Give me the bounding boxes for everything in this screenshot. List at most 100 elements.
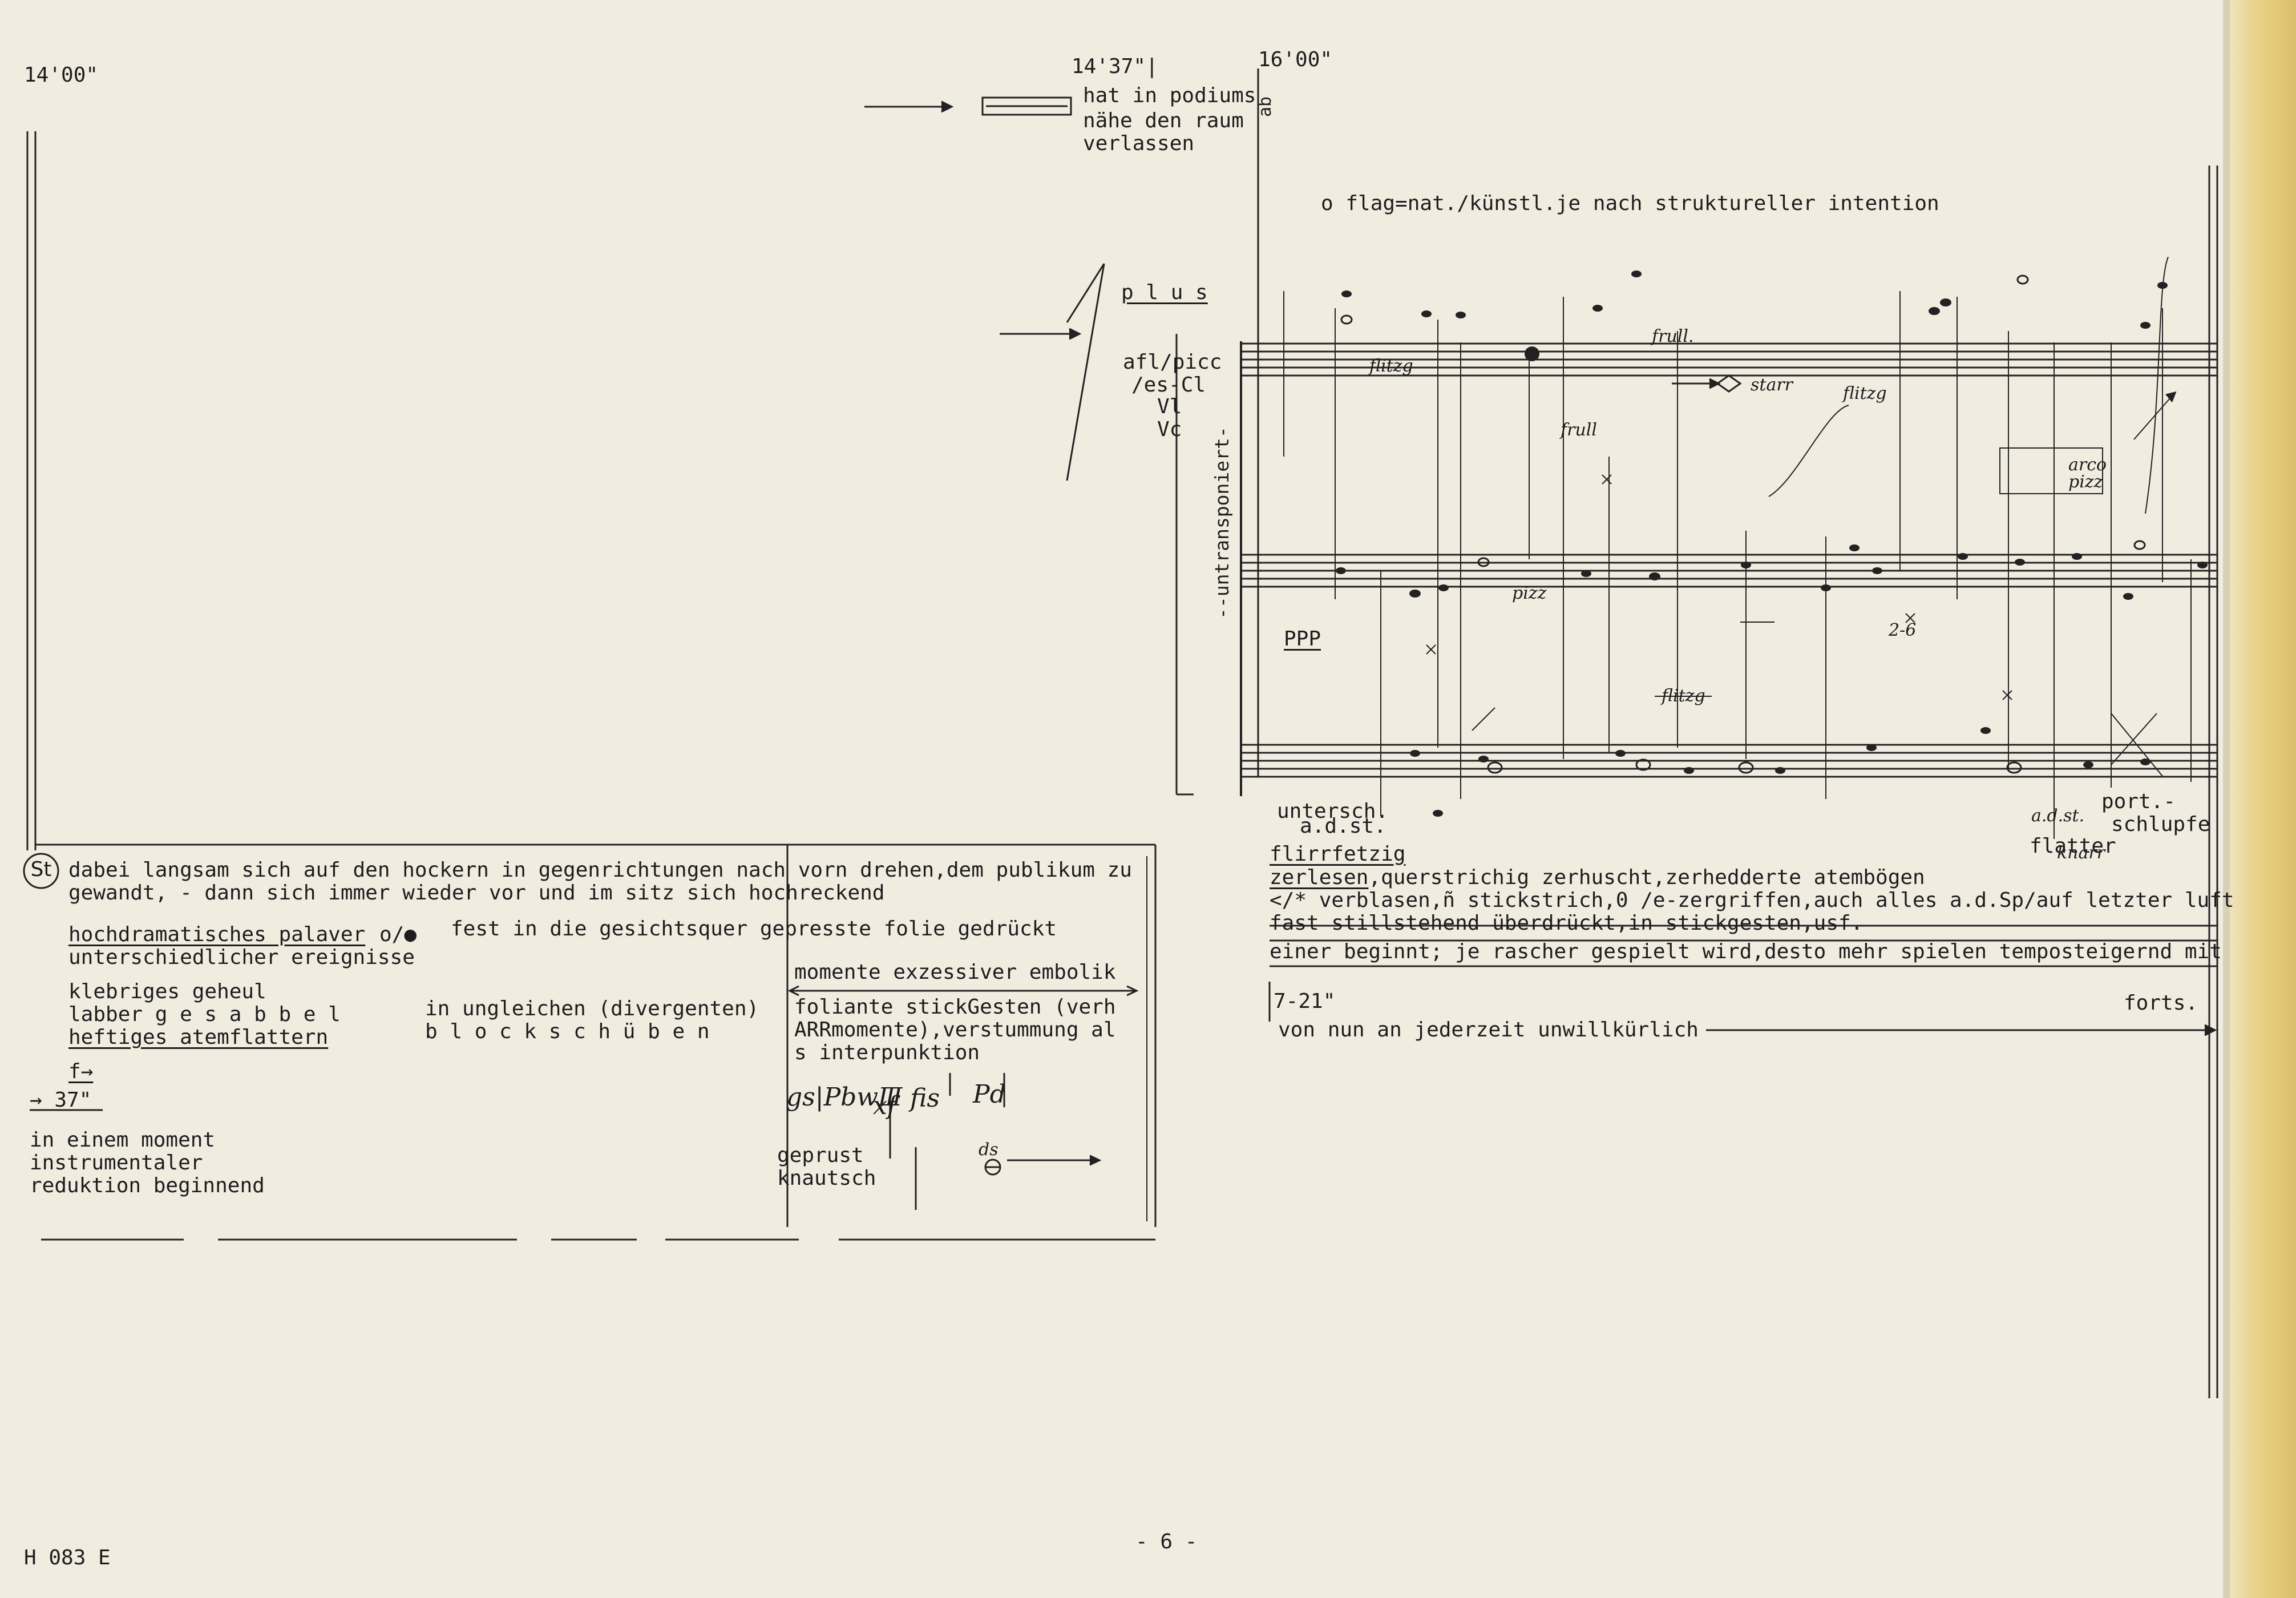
staff-3 — [1241, 744, 2217, 778]
instrument-vl: Vl — [1157, 395, 1182, 418]
right-curve — [2145, 256, 2169, 514]
divergent-line-2: b l o c k s c h ü b e n — [425, 1020, 710, 1043]
embolik-line-2: ARRmomente),verstummung al — [794, 1018, 1116, 1042]
time-marker-left: 14'00" — [24, 63, 99, 87]
page-edge — [2230, 0, 2296, 1598]
left-item-3: heftiges atemflattern — [68, 1026, 329, 1049]
mark-flatter: flatter — [2030, 834, 2116, 858]
embolik-glyph-stems — [889, 1073, 1005, 1210]
mark-untersch-1: untersch. — [1277, 800, 1389, 823]
mark-frull-2: frull — [1561, 420, 1597, 440]
mark-port-1: port.- — [2101, 790, 2176, 813]
right-line-3: </* verblasen,ñ stickstrich,0 /e-zergrif… — [1270, 889, 2234, 912]
mark-starr: starr — [1751, 375, 1793, 395]
podium-vertical: ab — [1255, 96, 1275, 117]
note-stems — [1283, 291, 2192, 839]
mark-ppp: PPP — [1284, 627, 1321, 651]
open-noteheads — [1340, 275, 2146, 774]
embolik-title: momente exzessiver embolik — [794, 961, 1116, 984]
starr-diamond — [1716, 374, 1742, 393]
st-circle — [23, 853, 59, 889]
footer-code: H 083 E — [24, 1546, 111, 1569]
left-heading-1-text: fest in die gesichtsquer gepresste folie… — [451, 917, 1057, 941]
embolik-arrow-right — [1126, 985, 1139, 996]
embolik-glyph-3: fis — [910, 1084, 940, 1113]
left-item-2: labber g e s a b b e l — [68, 1003, 341, 1026]
right-line-5: einer beginnt; je rascher gespielt wird,… — [1270, 940, 2222, 963]
reduction-line-2: instrumentaler — [30, 1151, 203, 1175]
flag-note: o flag=nat./künstl.je nach struktureller… — [1321, 192, 1939, 215]
arrow-to-plus-stem — [1066, 263, 1105, 323]
st-label: St — [30, 858, 52, 881]
mark-ads: a.d.st. — [2031, 806, 2085, 826]
podium-line-3: verlassen — [1083, 132, 1195, 155]
mark-flitzg-1: flitzg — [1369, 356, 1413, 376]
instrument-vc: Vc — [1157, 418, 1182, 441]
podium-arrowhead — [941, 100, 954, 113]
embolik-glyph-4: Pd — [973, 1080, 1006, 1109]
x-marks — [1426, 474, 2012, 700]
mark-flitzg-2: flitzg — [1843, 384, 1887, 403]
ds-label: ds — [979, 1140, 999, 1160]
plus-arrowhead — [1069, 328, 1082, 340]
right-line-2: zerlesen,querstrichig zerhuscht,zerhedde… — [1270, 866, 1925, 889]
mark-pizz: pizz — [1512, 583, 1547, 603]
mark-flitzg-3: flitzg — [1662, 686, 1705, 706]
time-marker-mid: 14'37"| — [1072, 55, 1158, 78]
continue-arrowhead — [2204, 1024, 2217, 1036]
mark-port-2: schlupfe — [2111, 813, 2210, 836]
right-line-6: 7-21" — [1274, 990, 1336, 1013]
right-line-7: forts. — [2124, 991, 2198, 1015]
mark-knarr: knarr — [2057, 843, 2105, 863]
instrument-es-cl: /es-Cl — [1131, 373, 1206, 397]
right-arrowhead — [2165, 391, 2177, 402]
left-heading-1: hochdramatisches palaver — [68, 923, 366, 946]
tempo-37: → 37" — [30, 1088, 92, 1112]
slash-line-2 — [2111, 713, 2163, 777]
left-heading-1-symbol: o/● — [379, 923, 417, 946]
podium-box — [981, 96, 1072, 116]
podium-line-1: hat in podiums — [1083, 84, 1256, 107]
dynamic-f: f→ — [68, 1060, 94, 1083]
plus-slash — [1066, 263, 1105, 481]
embolik-arrow-left — [787, 985, 799, 996]
mark-pizz-2: pizz — [2068, 472, 2103, 492]
mark-frull-1: frull. — [1652, 326, 1694, 346]
divergent-line-1: in ungleichen (divergenten) — [425, 997, 759, 1020]
embolik-glyph-1: gs|PbwⅢ — [786, 1083, 903, 1112]
right-line-2a: zerlesen — [1270, 866, 1369, 889]
embolik-line-1: foliante stickGesten (verh — [794, 995, 1116, 1019]
reduction-line-3: reduktion beginnend — [30, 1174, 265, 1197]
time-marker-right: 16'00" — [1258, 48, 1333, 71]
left-heading-2: unterschiedlicher ereignisse — [68, 946, 415, 969]
gliss-curve — [1768, 405, 1849, 497]
arco-box — [1999, 447, 2103, 494]
instrument-afl-picc: afl/picc — [1123, 350, 1222, 374]
accent-line — [1472, 707, 1495, 731]
ds-arrowhead — [1089, 1155, 1102, 1166]
right-line-2b: ,querstrichig zerhuscht,zerhedderte atem… — [1368, 866, 1925, 889]
page-shadow — [2223, 0, 2230, 1598]
geprust-label: geprust — [777, 1144, 864, 1167]
mark-untersch-2: a.d.st. — [1300, 814, 1387, 838]
page-number: - 6 - — [1135, 1530, 1198, 1553]
podium-line-2: nähe den raum — [1083, 109, 1244, 132]
plus-label: p l u s — [1121, 281, 1208, 304]
knautsch-label: knautsch — [777, 1167, 876, 1190]
untransponiert-label: --untransponiert- — [1211, 426, 1233, 619]
right-line-8: von nun an jederzeit unwillkürlich — [1278, 1018, 1699, 1042]
embolik-glyph-2: xf — [873, 1091, 897, 1120]
right-line-4: fast stillstehend überdrückt,in stickges… — [1270, 911, 1864, 935]
mark-arco: arco — [2068, 455, 2107, 475]
right-line-1: flirrfetzig — [1270, 842, 1406, 866]
embolik-line-3: s interpunktion — [794, 1041, 980, 1064]
left-item-1: klebriges geheul — [68, 980, 266, 1003]
reduction-line-1: in einem moment — [30, 1128, 216, 1152]
left-para-line-2: gewandt, - dann sich immer wieder vor un… — [68, 881, 885, 905]
slash-line — [2111, 713, 2157, 765]
staff-2 — [1241, 554, 2217, 588]
mark-range: 2-6 — [1889, 620, 1917, 640]
left-para-line-1: dabei langsam sich auf den hockern in ge… — [68, 858, 1132, 882]
